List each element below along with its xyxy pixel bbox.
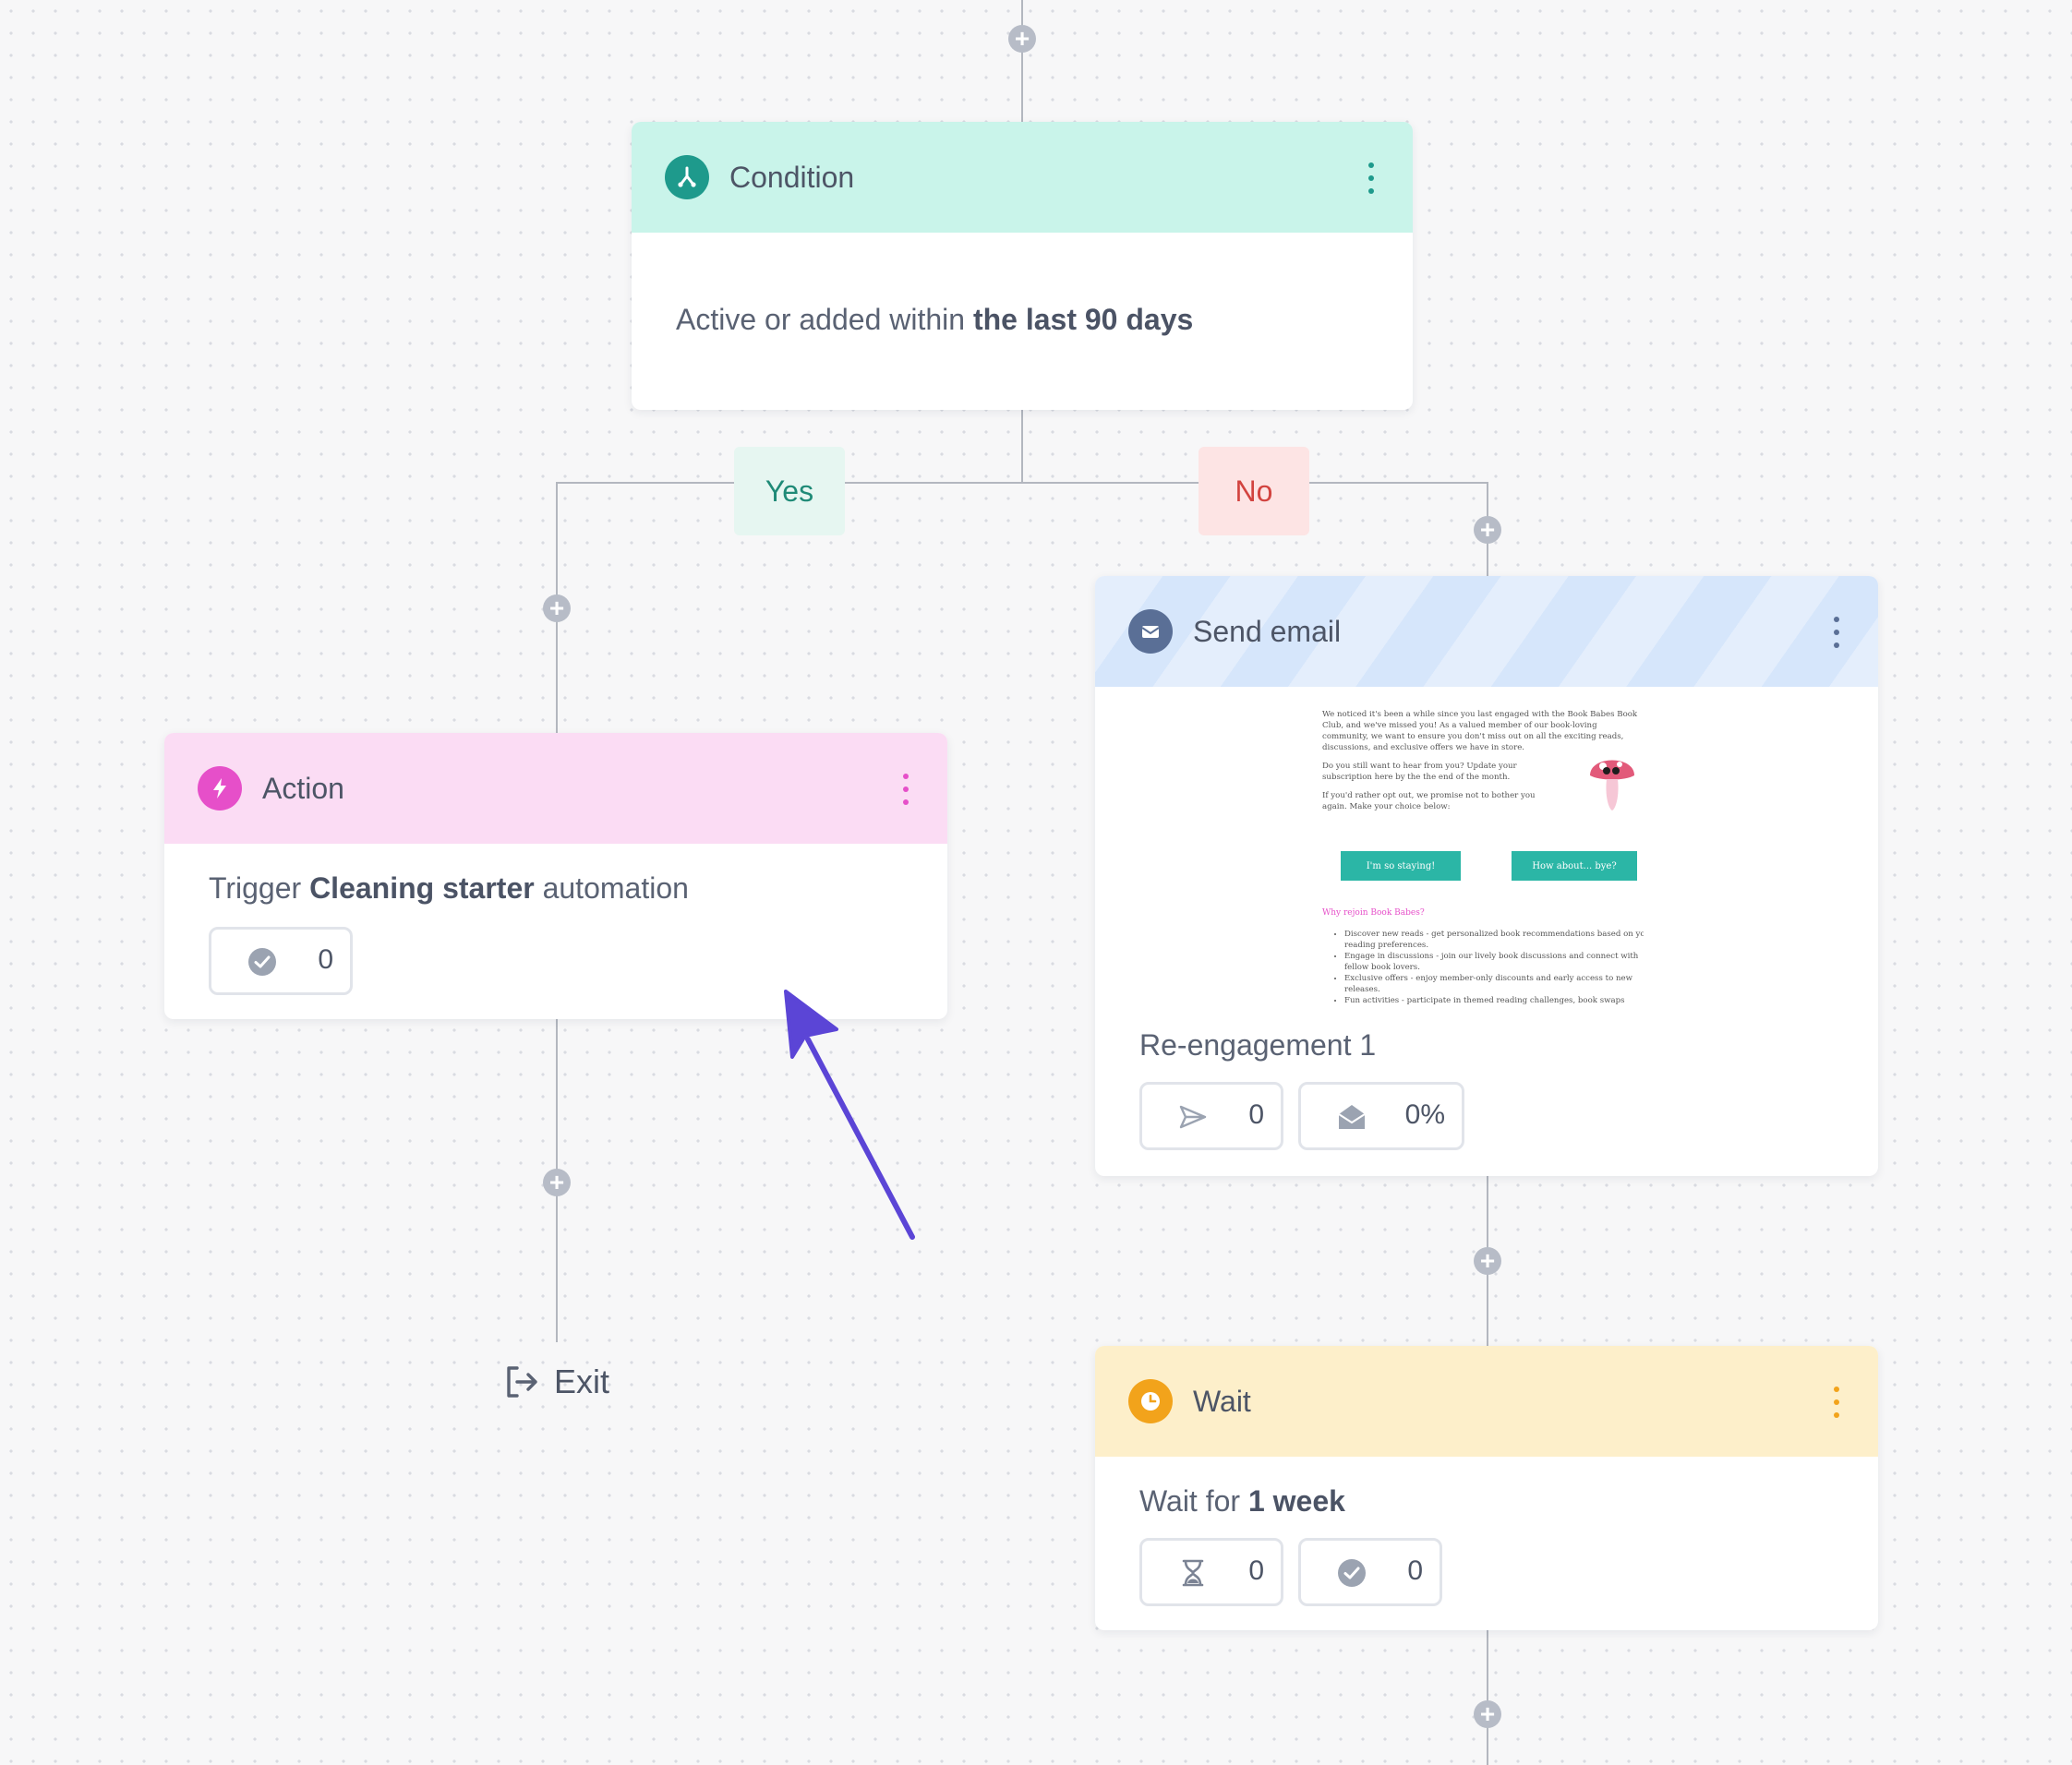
wait-card[interactable]: Wait Wait for 1 week 0 0 xyxy=(1095,1346,1878,1630)
email-preview-paragraph-2: Do you still want to hear from you? Upda… xyxy=(1322,762,1517,782)
split-icon xyxy=(665,155,709,199)
connector-condition-down xyxy=(1021,410,1023,484)
wait-waiting-stat[interactable]: 0 xyxy=(1139,1538,1283,1606)
wait-menu-kebab-icon[interactable] xyxy=(1832,1387,1841,1418)
add-step-top-plus-icon[interactable]: + xyxy=(1008,25,1036,53)
send-email-card[interactable]: Send email Re-engagement 1 0 0% xyxy=(1095,576,1878,1176)
email-preview-bye-button: How about... bye? xyxy=(1512,851,1637,881)
email-preview-list-item: Fun activities - participate in themed r… xyxy=(1344,995,1644,1006)
paper-plane-icon xyxy=(1179,1105,1207,1129)
wait-completed-count: 0 xyxy=(1407,1555,1423,1586)
email-preview-section-title: Why rejoin Book Babes? xyxy=(1322,908,1425,918)
hourglass-icon xyxy=(1182,1559,1204,1587)
action-completed-stat[interactable]: 0 xyxy=(209,927,353,995)
action-title: Action xyxy=(262,771,344,805)
condition-menu-kebab-icon[interactable] xyxy=(1367,162,1376,194)
check-circle-icon xyxy=(1338,1559,1366,1587)
action-header: Action xyxy=(164,733,947,844)
open-envelope-icon xyxy=(1338,1105,1366,1129)
exit-icon xyxy=(507,1366,537,1398)
email-preview-list-item: Engage in discussions - join our lively … xyxy=(1344,951,1644,973)
email-preview-paragraph-3: If you'd rather opt out, we promise not … xyxy=(1322,791,1536,811)
connector-top xyxy=(1021,0,1023,122)
send-email-menu-kebab-icon[interactable] xyxy=(1832,617,1841,648)
action-completed-count: 0 xyxy=(318,944,333,975)
email-preview-stay-button: I'm so staying! xyxy=(1341,851,1461,881)
branch-yes-label: Yes xyxy=(734,447,845,535)
email-sent-stat[interactable]: 0 xyxy=(1139,1082,1283,1150)
connector-branch-horizontal xyxy=(556,482,1488,484)
wait-header: Wait xyxy=(1095,1346,1878,1457)
email-open-rate: 0% xyxy=(1404,1099,1445,1130)
wait-completed-stat[interactable]: 0 xyxy=(1298,1538,1442,1606)
add-step-after-wait-plus-icon[interactable]: + xyxy=(1474,1700,1501,1728)
email-preview-paragraph-1: We noticed it's been a while since you l… xyxy=(1322,710,1638,752)
action-menu-kebab-icon[interactable] xyxy=(901,774,910,805)
wait-waiting-count: 0 xyxy=(1248,1555,1264,1586)
action-description: Trigger Cleaning starter automation xyxy=(209,871,689,905)
send-email-header: Send email xyxy=(1095,576,1878,687)
add-step-after-action-plus-icon[interactable]: + xyxy=(543,1169,571,1196)
action-card[interactable]: Action Trigger Cleaning starter automati… xyxy=(164,733,947,1019)
email-preview-thumbnail[interactable]: We noticed it's been a while since you l… xyxy=(1322,703,1644,1008)
check-circle-icon xyxy=(248,948,276,976)
condition-header: Condition xyxy=(632,122,1413,233)
exit-node: Exit xyxy=(502,1363,609,1401)
clock-icon xyxy=(1128,1379,1173,1423)
email-preview-list: Discover new reads - get personalized bo… xyxy=(1322,929,1644,1006)
email-preview-list-item: Exclusive offers - enjoy member-only dis… xyxy=(1344,973,1644,995)
exit-label: Exit xyxy=(554,1363,610,1400)
condition-description: Active or added within the last 90 days xyxy=(676,303,1194,336)
send-email-title: Send email xyxy=(1193,614,1342,648)
email-name: Re-engagement 1 xyxy=(1139,1028,1377,1062)
email-open-rate-stat[interactable]: 0% xyxy=(1298,1082,1464,1150)
condition-card[interactable]: Condition Active or added within the las… xyxy=(632,122,1413,410)
branch-no-label: No xyxy=(1199,447,1309,535)
mushroom-illustration xyxy=(1590,760,1634,810)
email-preview-list-item: Discover new reads - get personalized bo… xyxy=(1344,929,1644,951)
connector-wait-down xyxy=(1487,1630,1488,1765)
email-sent-count: 0 xyxy=(1248,1099,1264,1130)
wait-description: Wait for 1 week xyxy=(1139,1484,1345,1518)
add-step-no-plus-icon[interactable]: + xyxy=(1474,516,1501,544)
lightning-icon xyxy=(198,766,242,810)
condition-title: Condition xyxy=(729,160,855,194)
add-step-after-email-plus-icon[interactable]: + xyxy=(1474,1247,1501,1275)
envelope-icon xyxy=(1128,609,1173,654)
wait-title: Wait xyxy=(1193,1384,1251,1418)
add-step-yes-plus-icon[interactable]: + xyxy=(543,594,571,622)
